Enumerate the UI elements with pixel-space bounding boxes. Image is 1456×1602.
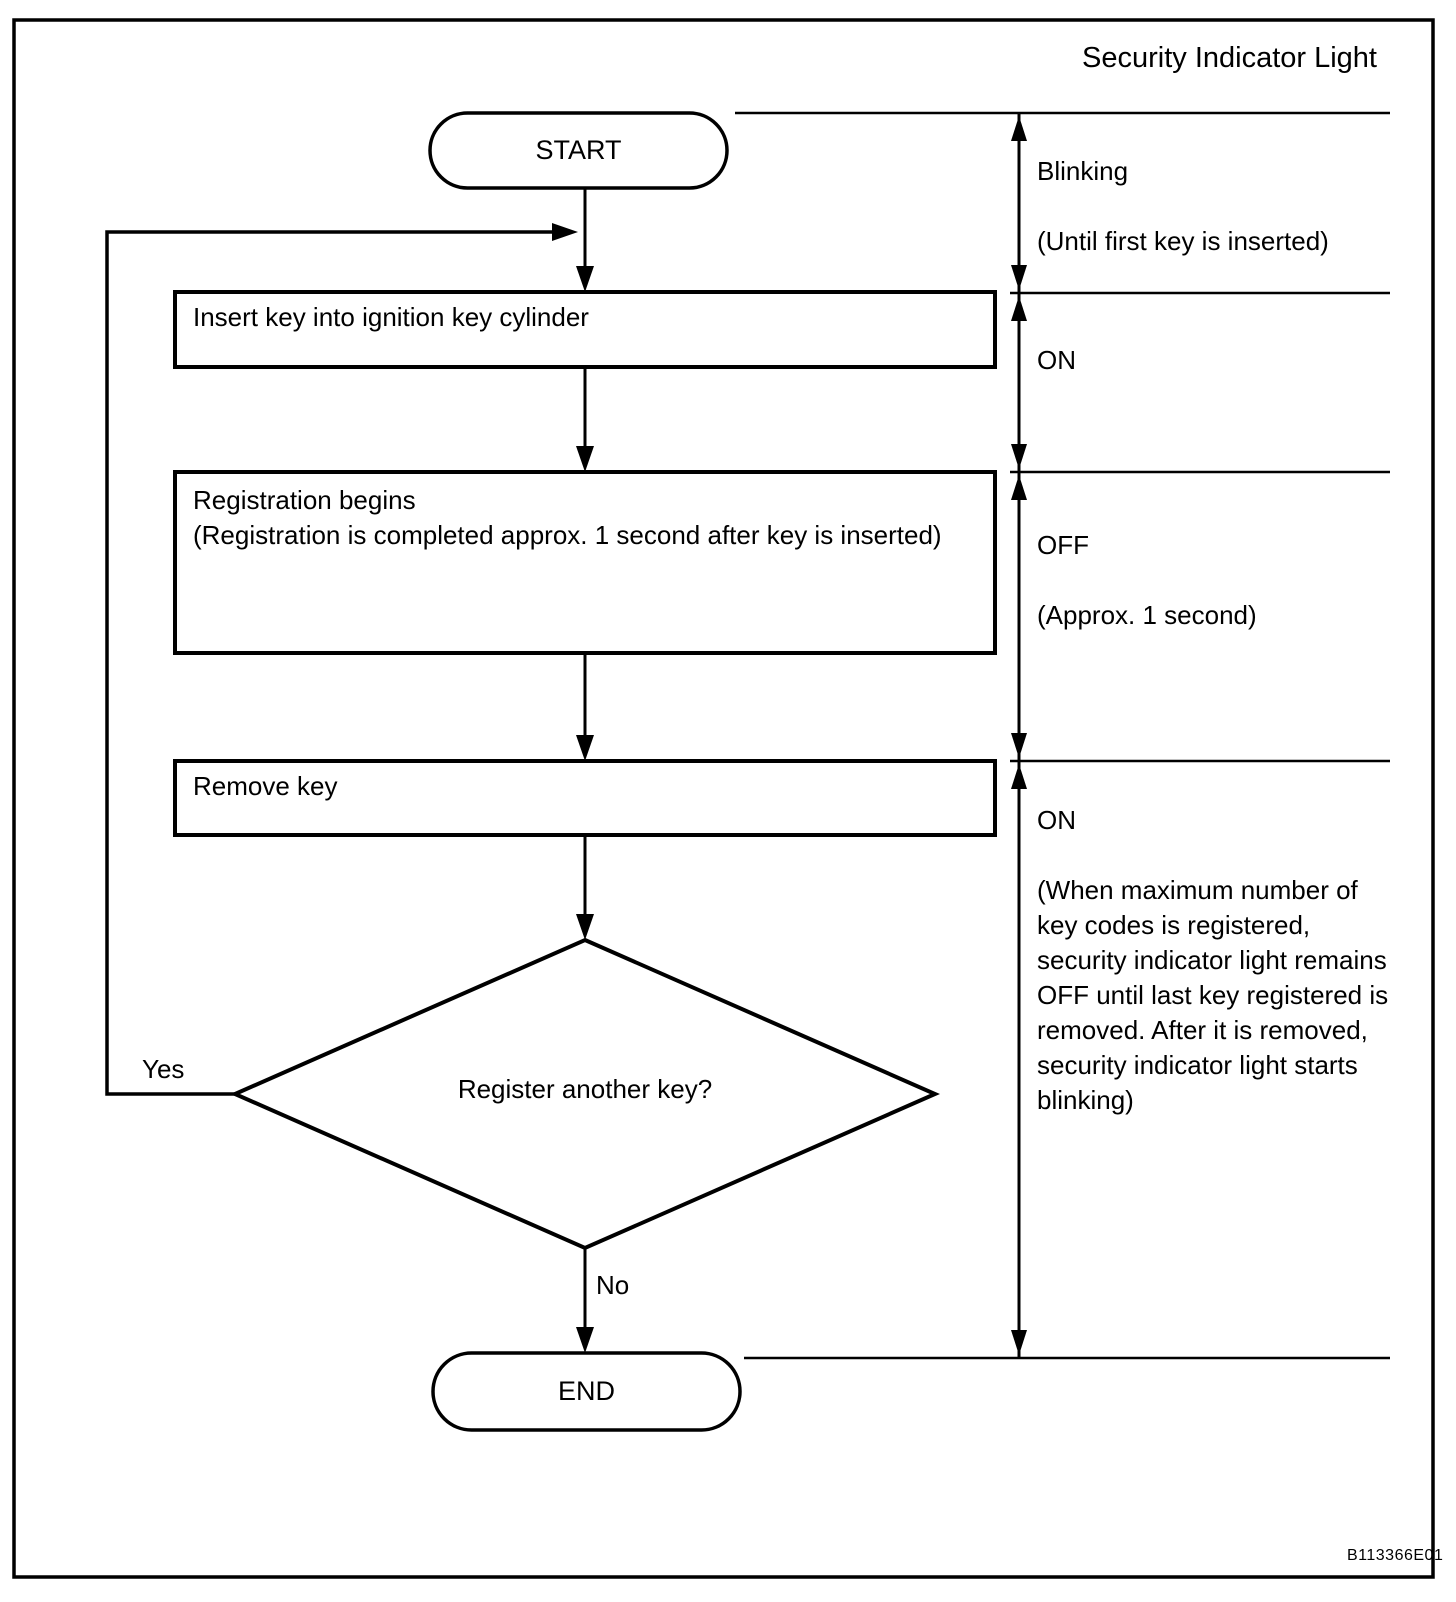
indicator-state-on-1: ON: [1037, 308, 1435, 448]
timeline-arrowhead-down-1: [1011, 265, 1027, 290]
decision-label: Register another key?: [457, 1074, 713, 1104]
timeline-arrowhead-up-3: [1011, 475, 1027, 500]
timeline-arrowhead-up-1: [1011, 116, 1027, 141]
timeline-arrowhead-up-2: [1011, 296, 1027, 321]
indicator-state-off: OFF (Approx. 1 second): [1037, 493, 1435, 668]
arrowhead-yes-loop: [552, 223, 578, 241]
start-node-shape: [428, 111, 729, 190]
indicator-state-on-1-value: ON: [1037, 345, 1076, 375]
insert-key-box-label: Insert key into ignition key cylinder: [193, 302, 589, 332]
figure-code: B113366E01: [1347, 1547, 1444, 1564]
arrowhead-into-insert-box: [576, 266, 594, 292]
timeline-arrowhead-up-4: [1011, 764, 1027, 789]
end-node-label: END: [557, 1376, 615, 1406]
indicator-state-on-2-value: ON: [1037, 805, 1076, 835]
timeline-arrowhead-down-4: [1011, 1330, 1027, 1355]
end-node-shape: [431, 1351, 742, 1432]
arrowhead-into-end: [576, 1327, 594, 1353]
remove-key-box-label: Remove key: [193, 771, 338, 801]
indicator-state-blinking-value: Blinking: [1037, 156, 1129, 186]
indicator-timeline-boundaries: [735, 111, 1390, 1360]
arrowhead-into-decision: [576, 914, 594, 940]
indicator-state-off-note: (Approx. 1 second): [1037, 600, 1257, 630]
arrowhead-into-registration-box: [576, 446, 594, 472]
indicator-state-blinking: Blinking (Until first key is inserted): [1037, 119, 1435, 294]
yes-branch-label: Yes: [142, 1054, 185, 1084]
registration-box-label: Registration begins (Registration is com…: [193, 485, 942, 550]
indicator-timeline-arrow: [1011, 113, 1027, 1358]
start-node-label: START: [535, 135, 622, 165]
outer-frame: [12, 18, 1435, 1579]
yes-loop-line: [105, 230, 552, 1096]
flow-connectors: [105, 188, 594, 1353]
indicator-state-off-value: OFF: [1037, 530, 1089, 560]
arrowhead-into-remove-box: [576, 735, 594, 761]
indicator-state-on-2: ON (When maximum number of key codes is …: [1037, 768, 1435, 1153]
no-branch-label: No: [596, 1270, 630, 1300]
indicator-state-on-2-note: (When maximum number of key codes is reg…: [1037, 875, 1389, 1115]
indicator-state-blinking-note: (Until first key is inserted): [1037, 226, 1329, 256]
timeline-arrowhead-down-3: [1011, 733, 1027, 758]
diagram-title: Security Indicator Light: [1082, 42, 1377, 74]
registration-box-shape: [173, 470, 997, 655]
timeline-arrowhead-down-2: [1011, 444, 1027, 469]
